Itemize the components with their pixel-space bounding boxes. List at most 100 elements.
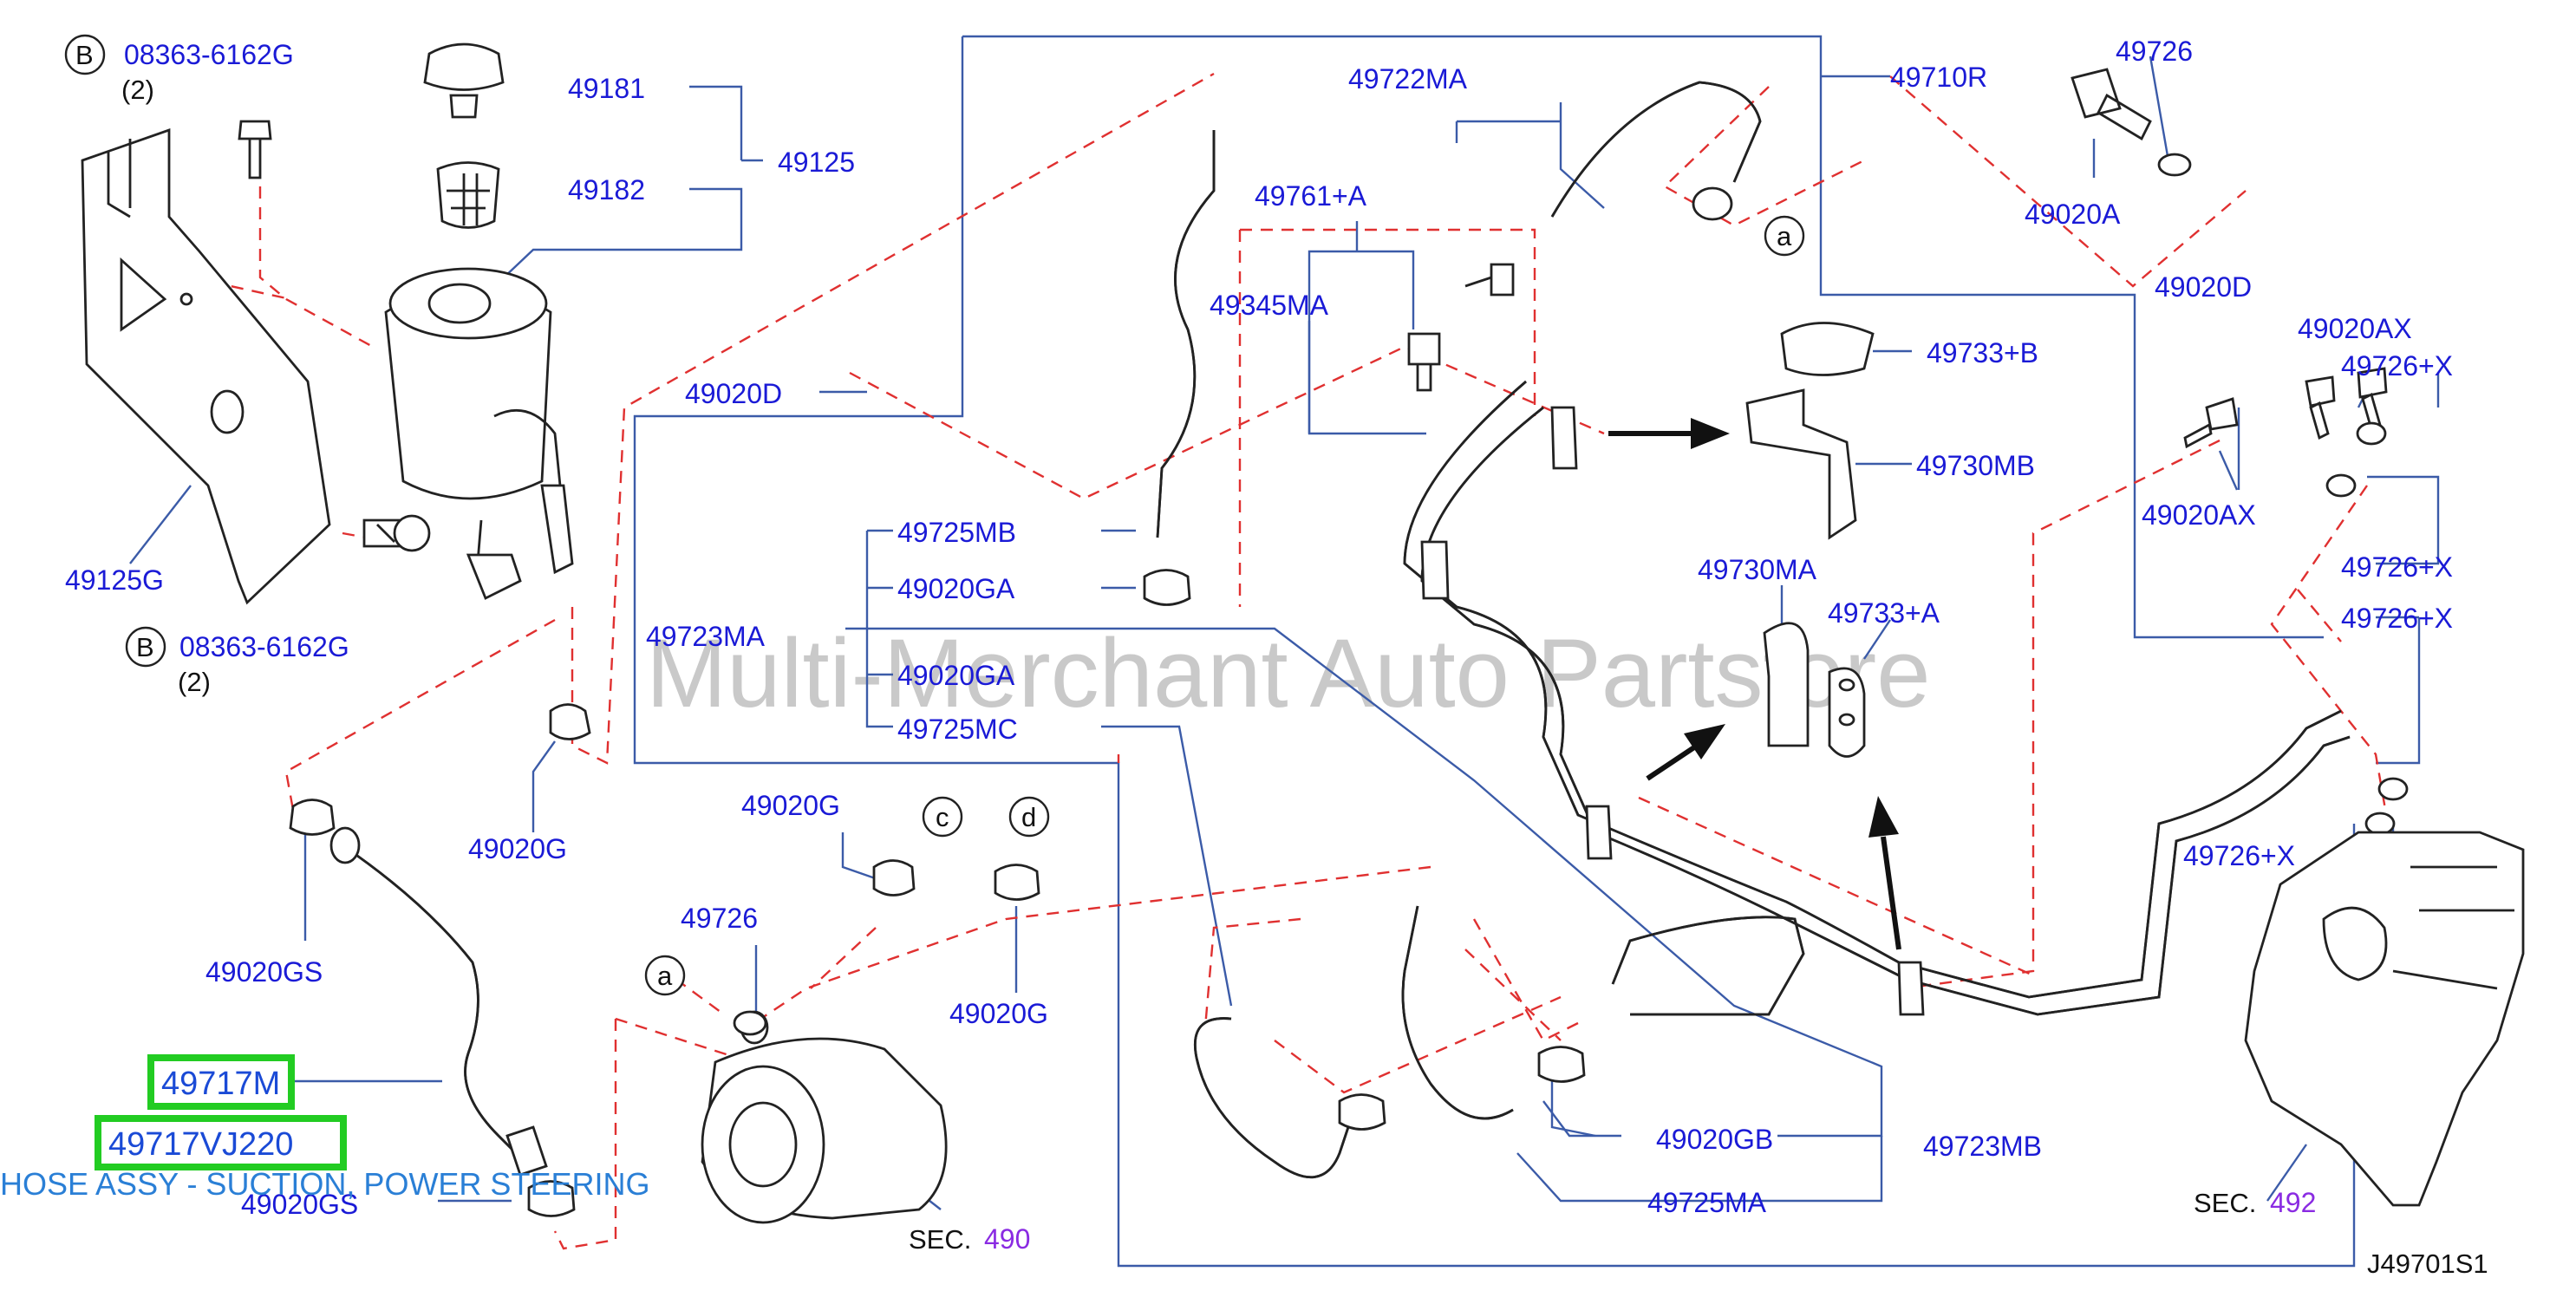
label-49726X-2: 49726+X bbox=[2341, 551, 2453, 583]
label-bolt-top-code: 08363-6162G bbox=[124, 39, 294, 70]
label-sec490-num: 490 bbox=[984, 1223, 1030, 1255]
clamp-49020GS-lower bbox=[527, 1180, 576, 1217]
callout-b-top bbox=[64, 34, 106, 75]
label-bolt-bottom-code: 08363-6162G bbox=[179, 631, 349, 662]
label-49726-top: 49726 bbox=[2116, 36, 2193, 67]
bracket-49730MB bbox=[1745, 388, 1857, 540]
label-49733A: 49733+A bbox=[1828, 597, 1940, 629]
svg-text:d: d bbox=[1021, 802, 1036, 832]
svg-text:c: c bbox=[936, 802, 949, 832]
svg-text:a: a bbox=[657, 961, 673, 991]
label-49125: 49125 bbox=[778, 147, 855, 178]
svg-text:a: a bbox=[1777, 221, 1792, 251]
label-sec492: SEC. bbox=[2194, 1188, 2256, 1218]
hose-49725MA bbox=[1401, 905, 1514, 1120]
label-49725MA: 49725MA bbox=[1647, 1187, 1767, 1218]
callouts: B B a a c d bbox=[64, 34, 1805, 996]
label-49020D-right: 49020D bbox=[2155, 271, 2252, 303]
label-49125G: 49125G bbox=[65, 564, 164, 596]
part-drawings bbox=[81, 42, 2525, 1224]
reservoir-strainer bbox=[436, 161, 500, 229]
label-49726-mid: 49726 bbox=[681, 903, 758, 934]
highlight-box-alt[interactable] bbox=[95, 1115, 347, 1170]
dashed-lines bbox=[190, 72, 2403, 1250]
label-49345MA: 49345MA bbox=[1210, 290, 1329, 321]
label-49020GA-2: 49020GA bbox=[897, 660, 1015, 691]
washer-49726X-2 bbox=[2325, 473, 2357, 498]
watermark: Multi-Merchant Auto Partstore bbox=[646, 619, 1930, 727]
label-49020D-left: 49020D bbox=[685, 378, 782, 409]
label-sec490: SEC. bbox=[909, 1224, 971, 1255]
clamp-49020GA bbox=[1143, 569, 1191, 606]
reservoir-cap bbox=[423, 42, 505, 91]
label-49725MC: 49725MC bbox=[897, 714, 1018, 745]
grommet-49733B bbox=[1780, 322, 1875, 376]
highlight-box-primary[interactable] bbox=[147, 1054, 295, 1110]
indicator-arrows bbox=[1608, 418, 1901, 950]
washer-49726-mid bbox=[733, 1010, 767, 1036]
label-49020A: 49020A bbox=[2025, 199, 2121, 230]
clamp-49020GB bbox=[1537, 1046, 1586, 1083]
label-49020AX-1: 49020AX bbox=[2298, 313, 2412, 344]
label-49761A: 49761+A bbox=[1255, 180, 1367, 212]
steering-gear bbox=[2244, 831, 2525, 1207]
hose-49725MC bbox=[1194, 1017, 1354, 1179]
label-49020GA-1: 49020GA bbox=[897, 573, 1015, 604]
washer-49726X-1 bbox=[2356, 421, 2387, 446]
callout-a-bottom bbox=[644, 955, 686, 996]
label-49020AX-2: 49020AX bbox=[2142, 499, 2256, 531]
highlight-part-alt: 49717VJ220 bbox=[108, 1126, 293, 1163]
label-49733B: 49733+B bbox=[1927, 337, 2038, 368]
bolt-top bbox=[238, 120, 272, 179]
label-49020GS-upper: 49020GS bbox=[205, 956, 323, 988]
label-49722MA: 49722MA bbox=[1348, 63, 1468, 95]
label-49182: 49182 bbox=[568, 174, 645, 205]
callout-a-top bbox=[1764, 215, 1805, 257]
callout-b-bottom bbox=[125, 626, 166, 668]
svg-text:B: B bbox=[75, 40, 94, 70]
diagram-code: J49701S1 bbox=[2367, 1249, 2488, 1279]
bolt-49020A bbox=[2071, 68, 2152, 140]
clamp-49020G-left bbox=[549, 703, 591, 740]
label-49020G-c: 49020G bbox=[949, 998, 1048, 1029]
callout-c bbox=[922, 796, 963, 838]
label-49020GB: 49020GB bbox=[1656, 1124, 1773, 1155]
washer-49726-top bbox=[2157, 153, 2192, 177]
highlighted-part: 49717M 49717VJ220 HOSE ASSY - SUCTION, P… bbox=[0, 1054, 649, 1202]
label-49181: 49181 bbox=[568, 73, 645, 104]
callout-d bbox=[1008, 796, 1050, 838]
label-49725MB: 49725MB bbox=[897, 517, 1016, 548]
hose-49725MB bbox=[1156, 130, 1216, 538]
label-49723MB: 49723MB bbox=[1923, 1131, 2042, 1162]
label-bolt-top-qty: (2) bbox=[121, 75, 154, 105]
highlight-part-primary: 49717M bbox=[161, 1066, 280, 1102]
bolt-49020AX bbox=[2305, 375, 2336, 440]
label-49020GS-lower: 49020GS bbox=[241, 1189, 358, 1220]
label-49726X-3: 49726+X bbox=[2341, 603, 2453, 634]
label-49710R: 49710R bbox=[1890, 62, 1987, 93]
label-49723MA: 49723MA bbox=[646, 621, 766, 652]
label-49726X-1: 49726+X bbox=[2341, 350, 2453, 381]
bracket-49730MA bbox=[1763, 622, 1810, 747]
bracket-49125G bbox=[81, 128, 331, 605]
pressure-sensor bbox=[1407, 332, 1441, 392]
clamp-49020GS-upper bbox=[289, 799, 336, 836]
washer-49726X-3 bbox=[2377, 777, 2409, 801]
clamp-49020G-mid bbox=[872, 859, 916, 897]
part-labels: 08363-6162G (2) 49181 49182 49125 49125G… bbox=[65, 36, 2488, 1279]
hose-49717M bbox=[342, 844, 521, 1158]
label-49020G-left: 49020G bbox=[468, 833, 567, 864]
highlight-description: HOSE ASSY - SUCTION, POWER STEERING bbox=[0, 1166, 649, 1202]
label-49730MB: 49730MB bbox=[1916, 450, 2035, 481]
clamp-49020GA-lower bbox=[1338, 1093, 1386, 1131]
label-49730MA: 49730MA bbox=[1698, 554, 1817, 585]
washer-49726X-4 bbox=[2364, 812, 2396, 836]
clamp-49020G-c bbox=[994, 864, 1040, 901]
label-sec492-num: 492 bbox=[2270, 1187, 2316, 1218]
grommet-49733A bbox=[1828, 667, 1866, 758]
label-49020G-mid: 49020G bbox=[741, 790, 840, 821]
label-bolt-bottom-qty: (2) bbox=[178, 667, 211, 697]
bolt-49020D-right bbox=[2183, 397, 2239, 449]
